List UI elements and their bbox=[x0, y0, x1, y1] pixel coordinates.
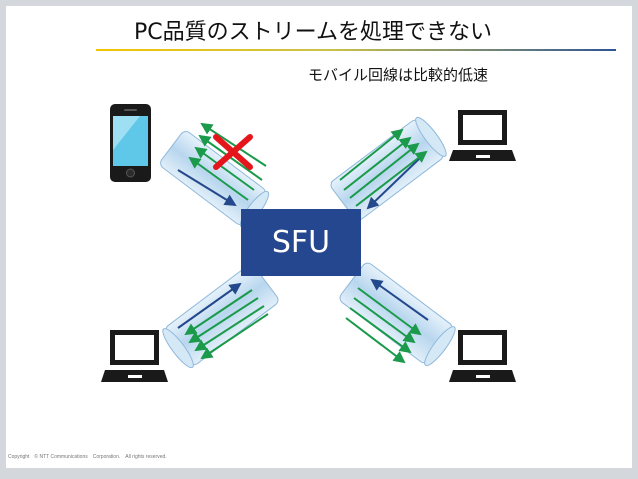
stream-pipe-bottom-right bbox=[339, 262, 456, 367]
slide-title: PC品質のストリームを処理できない bbox=[134, 20, 492, 45]
sfu-server-box: SFU bbox=[241, 209, 361, 276]
slide-subtitle: モバイル回線は比較的低速 bbox=[307, 66, 488, 84]
downstream-arrows-bottom-right bbox=[370, 278, 429, 321]
laptop-icon-top-right bbox=[449, 110, 516, 161]
upstream-arrows-bottom-left bbox=[184, 289, 269, 360]
stream-pipe-top-right bbox=[330, 116, 447, 221]
upstream-arrows-top-left bbox=[188, 122, 267, 201]
downstream-arrows-top-left bbox=[177, 169, 237, 207]
copyright-notice: Copyright © NTT Communications Corporati… bbox=[8, 454, 167, 460]
smartphone-icon bbox=[110, 104, 151, 182]
blocked-cross-icon bbox=[213, 134, 253, 170]
downstream-arrows-bottom-left bbox=[177, 282, 242, 329]
laptop-icon-bottom-left bbox=[101, 330, 168, 382]
sfu-label: SFU bbox=[271, 225, 331, 260]
upstream-arrows-bottom-right bbox=[345, 287, 422, 364]
downstream-arrows-top-right bbox=[366, 157, 421, 210]
laptop-icon-bottom-right bbox=[449, 330, 516, 382]
upstream-arrows-top-right bbox=[339, 128, 428, 207]
title-underline bbox=[96, 49, 616, 51]
